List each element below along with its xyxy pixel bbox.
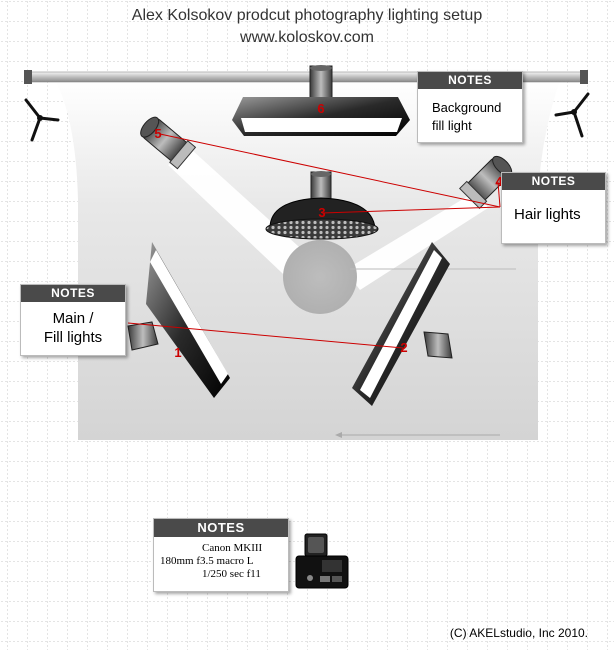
light-3-mount-cap bbox=[311, 171, 331, 177]
note-header: NOTES bbox=[502, 173, 605, 190]
note-line: Main / bbox=[52, 310, 94, 327]
note-header: NOTES bbox=[418, 72, 522, 89]
note-line: 1/250 sec f11 bbox=[202, 568, 261, 580]
note-body: Background fill light bbox=[418, 89, 522, 135]
light-2-number: 2 bbox=[400, 340, 407, 355]
light-1-softbox bbox=[127, 242, 230, 398]
note-body: Canon MKIII 180mm f3.5 macro L 1/250 sec… bbox=[154, 537, 288, 581]
copyright: (C) AKELstudio, Inc 2010. bbox=[449, 626, 588, 640]
note-header: NOTES bbox=[154, 519, 288, 537]
bar-clamp-right bbox=[580, 70, 588, 84]
subject bbox=[283, 240, 357, 314]
floor-arrow-head bbox=[335, 432, 342, 438]
note-body: Hair lights bbox=[514, 206, 581, 223]
note-body: Main / Fill lights bbox=[21, 302, 125, 347]
light-3-number: 3 bbox=[318, 205, 325, 220]
note-background-fill: NOTES Background fill light bbox=[417, 71, 523, 143]
light-number-badges: 6 3 5 4 1 2 bbox=[154, 101, 503, 360]
camera-icon bbox=[295, 533, 349, 589]
page-url: www.koloskov.com bbox=[240, 29, 374, 46]
light-5-number: 5 bbox=[154, 126, 161, 141]
note-line: 180mm f3.5 macro L bbox=[160, 555, 254, 567]
light-6-number: 6 bbox=[317, 101, 324, 116]
light-6-mount-cap bbox=[310, 65, 332, 71]
stand-right-hub bbox=[571, 109, 577, 115]
light-6-diffuser bbox=[241, 118, 402, 132]
light-2-softbox bbox=[352, 242, 453, 406]
note-header: NOTES bbox=[21, 285, 125, 302]
light-4-number: 4 bbox=[495, 174, 503, 189]
note-line: Background bbox=[432, 100, 502, 115]
stand-left-hub bbox=[37, 115, 43, 121]
stand-right bbox=[554, 92, 590, 138]
beam-light-5 bbox=[168, 150, 330, 290]
bar-clamp-left bbox=[24, 70, 32, 84]
note-line: Fill lights bbox=[43, 329, 103, 346]
note-hair-lights: NOTES Hair lights bbox=[501, 172, 606, 244]
note-camera: NOTES Canon MKIII 180mm f3.5 macro L 1/2… bbox=[153, 518, 289, 592]
note-main-fill-lights: NOTES Main / Fill lights bbox=[20, 284, 126, 356]
light-5-head bbox=[140, 116, 197, 170]
note-line: fill light bbox=[432, 118, 472, 133]
note-line: Canon MKIII bbox=[202, 542, 263, 554]
light-1-number: 1 bbox=[174, 345, 181, 360]
annotation-lines bbox=[127, 133, 501, 349]
page-title: Alex Kolsokov prodcut photography lighti… bbox=[131, 7, 483, 24]
light-4-head bbox=[459, 155, 513, 209]
beam-light-4 bbox=[345, 190, 488, 290]
light-3-grid bbox=[265, 218, 379, 240]
stand-left bbox=[24, 98, 60, 142]
